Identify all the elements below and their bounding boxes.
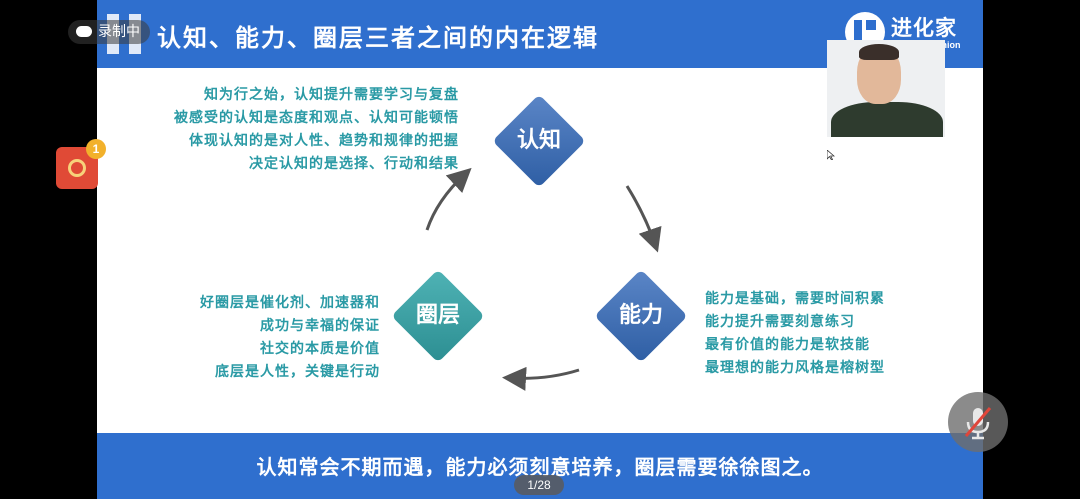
- renzhi-line: 体现认知的是对人性、趋势和规律的把握: [174, 130, 459, 153]
- node-nengli-label: 能力: [595, 270, 687, 362]
- presenter-webcam: [827, 40, 945, 137]
- renzhi-line: 决定认知的是选择、行动和结果: [174, 153, 459, 176]
- cloud-icon: [76, 26, 92, 37]
- coin-icon: [68, 159, 86, 177]
- node-quanceng: 圈层: [392, 270, 484, 362]
- recording-label: 录制中: [98, 24, 140, 40]
- node-renzhi-label: 认知: [493, 95, 585, 187]
- mouse-cursor-icon: [827, 150, 835, 160]
- node-renzhi: 认知: [493, 95, 585, 187]
- page-indicator: 1/28: [514, 475, 564, 495]
- presenter-hair: [859, 44, 899, 60]
- arrow-nengli-to-quanceng: [511, 370, 579, 378]
- quanceng-line: 社交的本质是价值: [200, 338, 380, 361]
- nengli-line: 最有价值的能力是软技能: [705, 334, 885, 357]
- presentation-slide: 认知、能力、圈层三者之间的内在逻辑 进化家 Power Up Union 知为行…: [97, 0, 983, 499]
- node-quanceng-label: 圈层: [392, 270, 484, 362]
- renzhi-line: 被感受的认知是态度和观点、认知可能顿悟: [174, 107, 459, 130]
- nengli-line: 能力提升需要刻意练习: [705, 311, 885, 334]
- quanceng-description: 好圈层是催化剂、加速器和 成功与幸福的保证 社交的本质是价值 底层是人性，关键是…: [200, 292, 380, 384]
- mic-off-icon: [948, 392, 1008, 452]
- nengli-line: 能力是基础，需要时间积累: [705, 288, 885, 311]
- slide-title: 认知、能力、圈层三者之间的内在逻辑: [157, 18, 599, 53]
- arrow-renzhi-to-nengli: [627, 186, 655, 244]
- mute-mic-button[interactable]: [948, 392, 1008, 452]
- notification-badge: 1: [86, 139, 106, 159]
- arrow-quanceng-to-renzhi: [427, 174, 465, 230]
- recording-indicator[interactable]: 录制中: [68, 20, 150, 44]
- quanceng-line: 底层是人性，关键是行动: [200, 361, 380, 384]
- quanceng-line: 好圈层是催化剂、加速器和: [200, 292, 380, 315]
- renzhi-description: 知为行之始，认知提升需要学习与复盘 被感受的认知是态度和观点、认知可能顿悟 体现…: [174, 84, 459, 176]
- logo-cn-text: 进化家: [891, 12, 957, 42]
- presenter-body: [831, 102, 943, 137]
- node-nengli: 能力: [595, 270, 687, 362]
- renzhi-line: 知为行之始，认知提升需要学习与复盘: [174, 84, 459, 107]
- nengli-description: 能力是基础，需要时间积累 能力提升需要刻意练习 最有价值的能力是软技能 最理想的…: [705, 288, 885, 380]
- quanceng-line: 成功与幸福的保证: [200, 315, 380, 338]
- nengli-line: 最理想的能力风格是榕树型: [705, 357, 885, 380]
